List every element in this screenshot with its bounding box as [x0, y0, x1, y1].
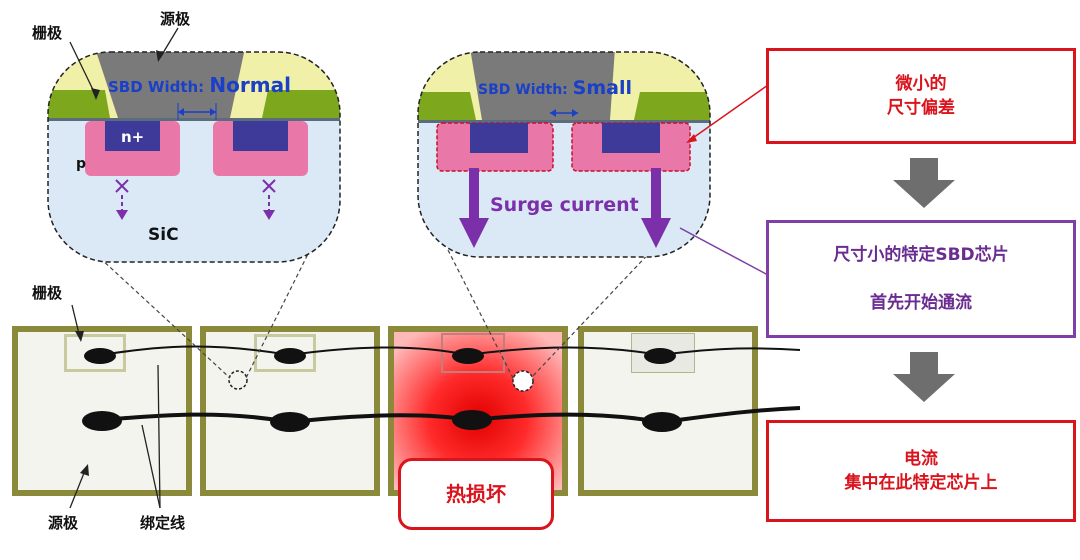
flow-box-1-line1: 微小的	[895, 74, 947, 94]
bonding-wire-label: 绑定线	[140, 514, 186, 532]
surge-current-label: Surge current	[490, 194, 639, 216]
gate-label-mid: 栅极	[32, 284, 63, 302]
flow-box-3: 电流 集中在此特定芯片上	[766, 420, 1076, 522]
sbd-width-label-normal: SBD Width: Normal	[108, 73, 291, 97]
p-label: p	[76, 156, 87, 172]
sbd-width-prefix-small: SBD Width:	[478, 82, 568, 98]
source-label-top: 源极	[160, 10, 191, 28]
flow-box-3-line1: 电流	[904, 449, 938, 469]
thermal-damage-text: 热损坏	[446, 482, 506, 506]
sic-label: SiC	[148, 225, 179, 245]
flow-box-2-line1: 尺寸小的特定SBD芯片	[833, 245, 1009, 265]
flow-box-3-line2: 集中在此特定芯片上	[844, 473, 998, 493]
zoom-small	[418, 52, 710, 257]
n-plus-label: n+	[121, 128, 145, 146]
sbd-width-value-normal: Normal	[209, 73, 291, 97]
sbd-width-label-small: SBD Width: Small	[478, 77, 632, 99]
thermal-damage-box: 热损坏	[398, 458, 554, 530]
gate-label-top: 栅极	[32, 24, 63, 42]
flow-box-2: 尺寸小的特定SBD芯片 首先开始通流	[766, 220, 1076, 338]
flow-box-1-line2: 尺寸偏差	[887, 98, 955, 118]
source-label-bottom: 源极	[48, 514, 79, 532]
flow-box-2-line2: 首先开始通流	[870, 293, 972, 313]
sbd-width-prefix: SBD Width:	[108, 78, 205, 96]
zoom-normal	[48, 52, 340, 262]
flow-box-1: 微小的 尺寸偏差	[766, 48, 1076, 144]
sbd-width-value-small: Small	[572, 77, 632, 99]
